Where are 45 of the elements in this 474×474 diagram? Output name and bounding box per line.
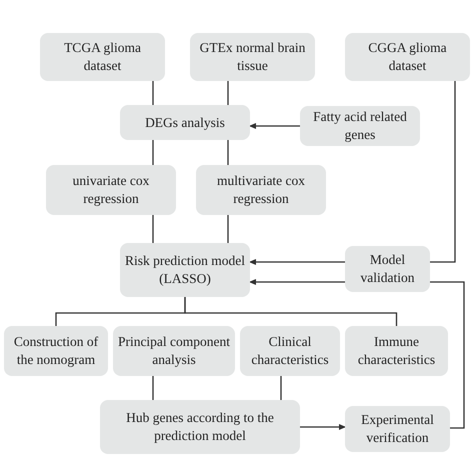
process-box bbox=[120, 243, 250, 297]
box-label: Hub genes according to the prediction model bbox=[125, 409, 275, 445]
box-label: Immune characteristics bbox=[356, 333, 436, 369]
arrow bbox=[249, 123, 300, 129]
process-box bbox=[345, 326, 448, 376]
box-label: Fatty acid related genes bbox=[312, 108, 408, 144]
process-box bbox=[120, 105, 250, 140]
connector-line bbox=[280, 376, 282, 400]
process-box bbox=[46, 165, 176, 215]
box-label: CGGA glioma dataset bbox=[367, 39, 448, 75]
connector-line bbox=[430, 81, 456, 263]
connector-line bbox=[152, 376, 154, 400]
process-box bbox=[190, 33, 315, 81]
process-box bbox=[100, 400, 300, 454]
process-box bbox=[300, 106, 420, 146]
box-label: DEGs analysis bbox=[145, 114, 225, 132]
process-box bbox=[345, 246, 430, 292]
process-box bbox=[345, 33, 470, 81]
box-label: Principal component analysis bbox=[117, 333, 231, 369]
connector-line bbox=[152, 140, 154, 165]
connector-line bbox=[184, 297, 398, 326]
box-label: Model validation bbox=[360, 251, 416, 287]
box-label: multivariate cox regression bbox=[216, 172, 306, 208]
process-box bbox=[345, 406, 450, 452]
box-label: univariate cox regression bbox=[72, 172, 150, 208]
box-label: TCGA glioma dataset bbox=[63, 39, 142, 75]
arrow bbox=[249, 279, 345, 285]
process-box bbox=[113, 326, 235, 376]
connector-line bbox=[152, 215, 154, 243]
box-label: Clinical characteristics bbox=[250, 333, 330, 369]
process-box bbox=[196, 165, 326, 215]
box-label: GTEx normal brain tissue bbox=[198, 39, 306, 75]
box-label: Experimental verification bbox=[360, 411, 435, 447]
box-label: Risk prediction model (LASSO) bbox=[124, 252, 246, 288]
connector-line bbox=[152, 81, 154, 105]
process-box bbox=[40, 33, 165, 81]
arrow bbox=[249, 259, 345, 265]
connector-line bbox=[227, 140, 229, 165]
arrow bbox=[300, 424, 346, 430]
connector-line bbox=[227, 215, 229, 243]
connector-line bbox=[227, 81, 229, 105]
box-label: Construction of the nomogram bbox=[12, 333, 100, 369]
connector-line bbox=[430, 281, 465, 429]
process-box bbox=[4, 326, 108, 376]
process-box bbox=[240, 326, 340, 376]
